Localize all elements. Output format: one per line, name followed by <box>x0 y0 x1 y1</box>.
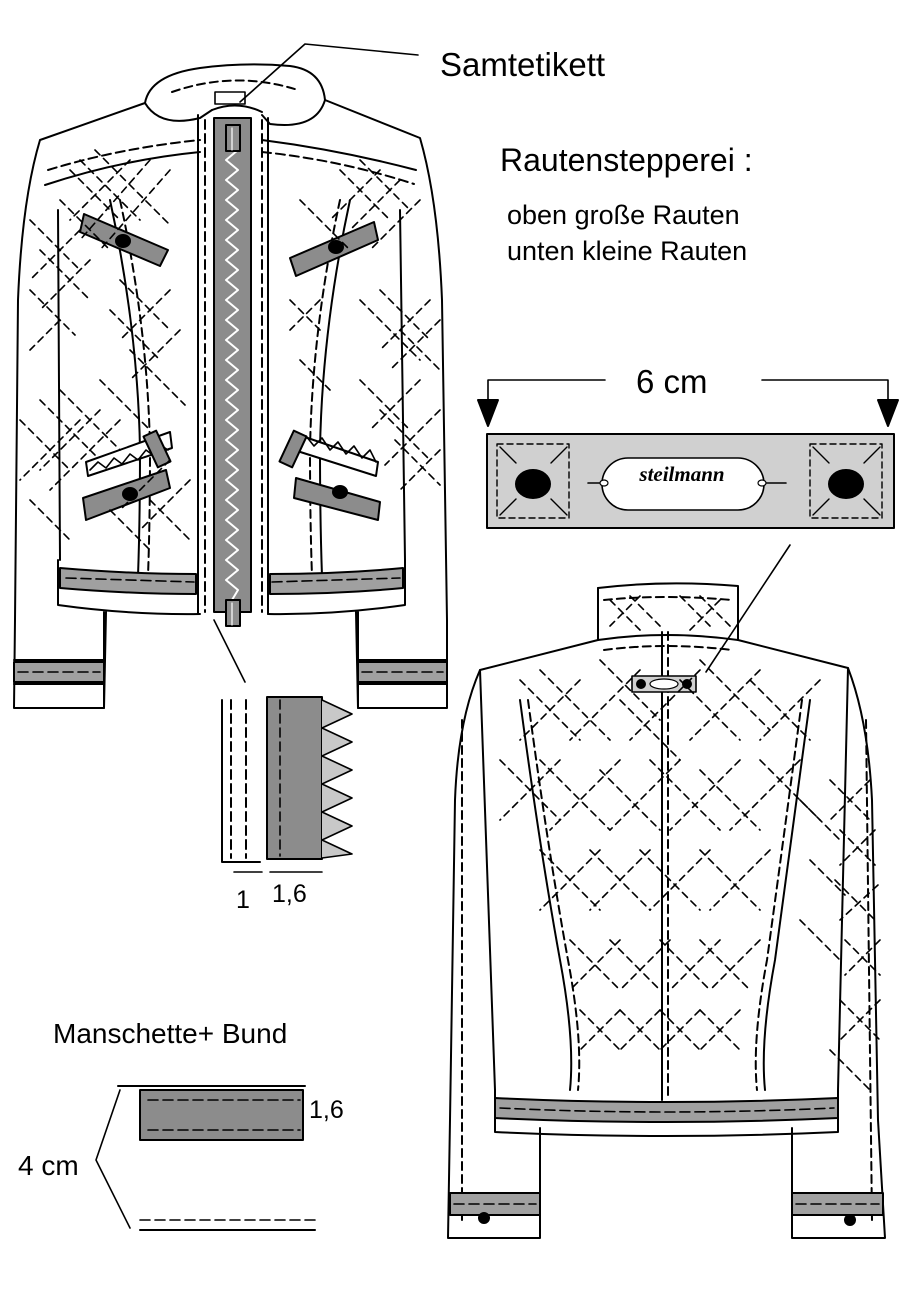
zipper-detail <box>213 619 353 873</box>
samtetikett-label: Samtetikett <box>440 46 606 83</box>
back-jacket <box>447 582 886 1239</box>
label-width-dimension: 6 cm <box>636 363 708 400</box>
rautenstepperei-heading: Rautenstepperei : <box>500 142 753 178</box>
manschette-band-dimension: 1,6 <box>309 1096 344 1124</box>
brand-label-text: steilmann <box>639 462 725 486</box>
zipper-dimension-1: 1 <box>236 886 250 914</box>
zipper-dimension-2: 1,6 <box>272 880 307 908</box>
label-detail <box>477 379 899 673</box>
front-jacket <box>13 63 448 709</box>
quilting-note-top: oben große Rauten <box>507 200 740 230</box>
manschette-detail <box>95 1085 316 1231</box>
manschette-title: Manschette+ Bund <box>53 1018 288 1049</box>
manschette-height-dimension: 4 cm <box>18 1150 79 1181</box>
quilting-note-bottom: unten kleine Rauten <box>507 236 748 266</box>
